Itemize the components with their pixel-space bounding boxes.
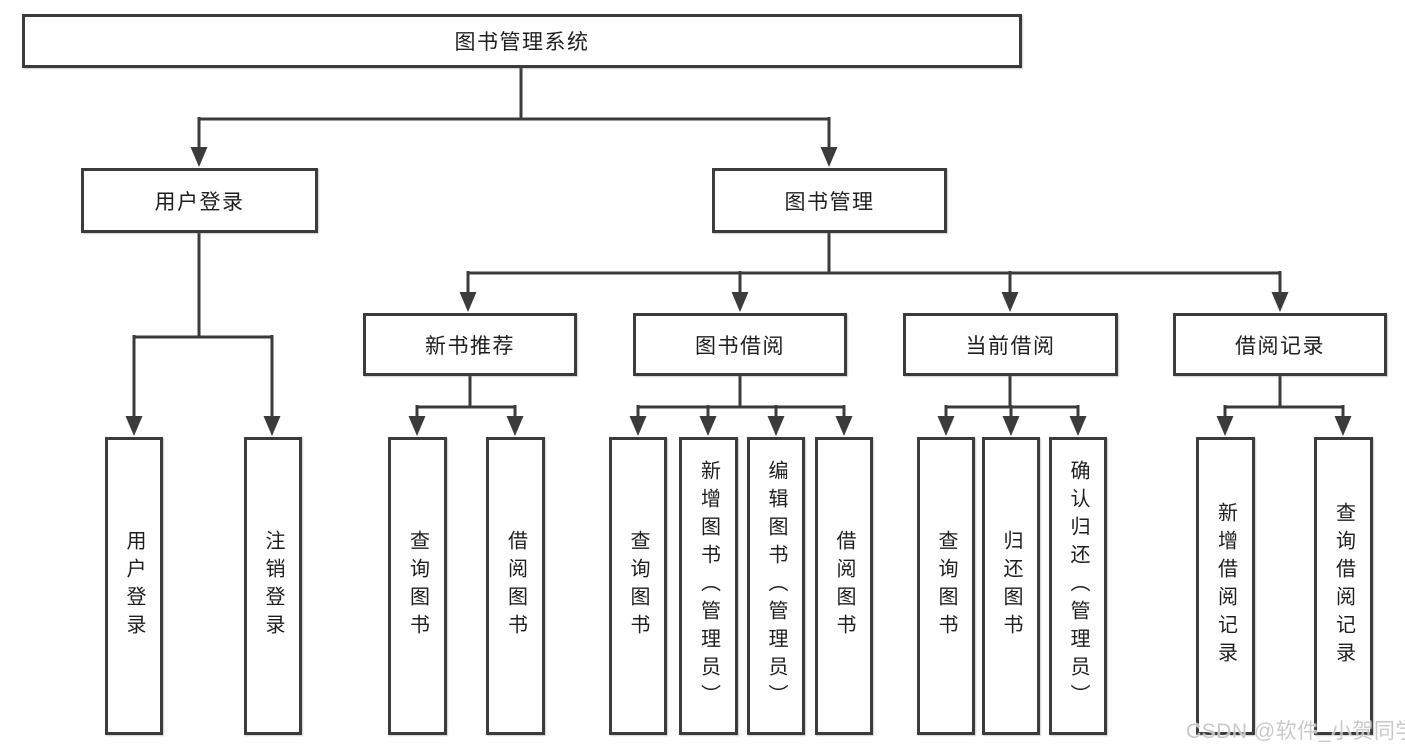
node-label: 图书管理系统 — [454, 31, 590, 54]
node-query-borrow-record: 查询借阅记录 — [1314, 437, 1373, 735]
node-edit-books-admin: 编辑图书（管理员） — [747, 437, 805, 735]
node-new-book-recommendation: 新书推荐 — [363, 313, 577, 376]
node-add-borrow-record: 新增借阅记录 — [1196, 437, 1255, 735]
node-label: 用户登录 — [123, 530, 145, 642]
node-user-login-branch: 用户登录 — [81, 168, 318, 233]
node-library-management-system: 图书管理系统 — [22, 14, 1022, 68]
node-confirm-return-admin: 确认归还（管理员） — [1049, 437, 1107, 735]
node-label: 确认归还（管理员） — [1067, 460, 1089, 712]
node-label: 归还图书 — [1000, 530, 1022, 642]
node-logout: 注销登录 — [244, 437, 302, 735]
node-label: 用户登录 — [154, 190, 245, 214]
node-book-management-branch: 图书管理 — [712, 168, 947, 233]
node-borrow-books: 借阅图书 — [815, 437, 873, 735]
watermark: CSDN @软件_小贺同学 — [1186, 720, 1405, 743]
node-label: 当前借阅 — [965, 334, 1056, 358]
node-query-books-recommend: 查询图书 — [388, 437, 447, 735]
node-label: 注销登录 — [262, 530, 284, 642]
node-label: 借阅记录 — [1235, 334, 1325, 358]
node-label: 图书借阅 — [695, 334, 785, 358]
node-label: 查询图书 — [627, 530, 649, 642]
node-book-borrowing: 图书借阅 — [633, 313, 847, 376]
connector-stems — [132, 68, 1345, 419]
node-return-books: 归还图书 — [982, 437, 1040, 735]
node-label: 新增借阅记录 — [1214, 502, 1237, 670]
node-add-books-admin: 新增图书（管理员） — [679, 437, 738, 735]
node-label: 编辑图书（管理员） — [765, 460, 787, 712]
node-label: 新增图书（管理员） — [697, 460, 720, 712]
node-label: 查询图书 — [406, 530, 429, 642]
node-label: 查询图书 — [935, 530, 957, 642]
node-query-books-current: 查询图书 — [917, 437, 975, 735]
node-label: 新书推荐 — [425, 334, 515, 358]
node-user-login: 用户登录 — [105, 437, 163, 735]
node-borrow-books-recommend: 借阅图书 — [486, 437, 545, 735]
node-borrowing-records: 借阅记录 — [1173, 313, 1387, 376]
node-label: 图书管理 — [784, 190, 875, 214]
node-query-books-borrowing: 查询图书 — [609, 437, 667, 735]
node-label: 借阅图书 — [504, 530, 527, 642]
node-label: 查询借阅记录 — [1332, 502, 1355, 670]
node-label: 借阅图书 — [833, 530, 855, 642]
node-current-borrowing: 当前借阅 — [903, 313, 1118, 376]
